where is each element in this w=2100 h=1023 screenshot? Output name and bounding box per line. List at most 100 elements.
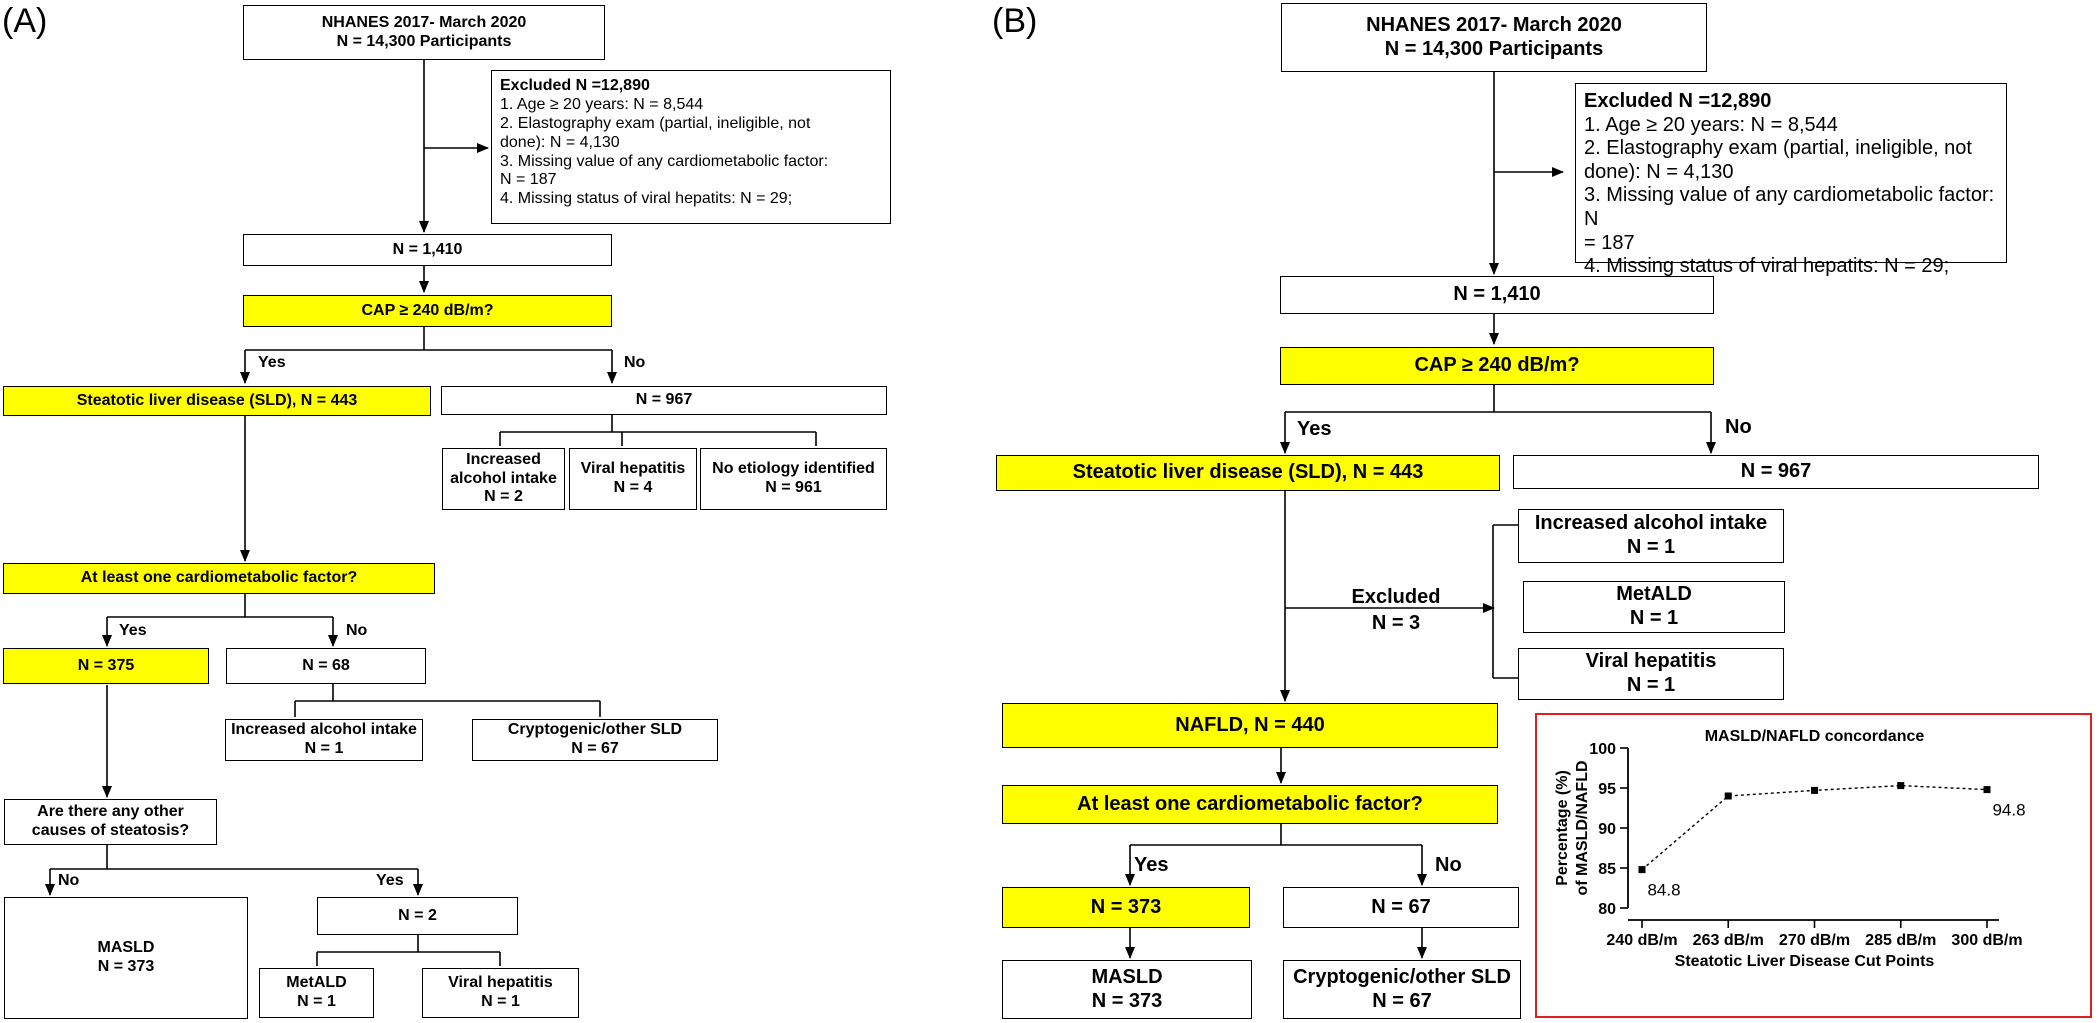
a-source-box: NHANES 2017- March 2020 N = 14,300 Parti… xyxy=(243,5,605,60)
a-crypto-line-1: Cryptogenic/other SLD xyxy=(507,721,683,739)
b-cardio-no-label: No xyxy=(1435,854,1462,876)
a-alcohol-line-1: Increased xyxy=(466,450,541,468)
a-excluded-title: Excluded N =12,890 xyxy=(500,77,650,94)
y-tick-label: 95 xyxy=(1598,781,1616,798)
a-excluded-line-2: 2. Elastography exam (partial, ineligibl… xyxy=(500,114,811,132)
a-cap-no-label: No xyxy=(624,354,646,371)
a-noetiology-line-2: N = 961 xyxy=(765,479,822,496)
data-label: 84.8 xyxy=(1647,881,1680,900)
a-cardio-no-label: No xyxy=(346,622,368,639)
chart-title: MASLD/NAFLD concordance xyxy=(1705,728,1925,745)
b-crypto-line-1: Cryptogenic/other SLD xyxy=(1293,965,1511,988)
a-cap-yes-label: Yes xyxy=(258,354,286,371)
x-tick-label: 285 dB/m xyxy=(1865,932,1936,949)
a-crypto-box: Cryptogenic/other SLD N = 67 xyxy=(472,719,718,761)
a-alc68-box: Increased alcohol intake N = 1 xyxy=(225,719,423,761)
a-noetiology-line-1: No etiology identified xyxy=(712,460,875,478)
a-excluded-box: Excluded N =12,890 1. Age ≥ 20 years: N … xyxy=(491,70,891,224)
y-axis-label: Percentage (%) xyxy=(1554,770,1571,886)
a-excluded-line-3: done): N = 4,130 xyxy=(500,133,620,151)
b-source-box: NHANES 2017- March 2020 N = 14,300 Parti… xyxy=(1281,3,1707,72)
a-masld-line-1: MASLD xyxy=(97,939,155,957)
b-alcohol-line-1: Increased alcohol intake xyxy=(1534,512,1768,535)
a-cardio-yes-label: Yes xyxy=(119,622,147,639)
a-viral2-box: Viral hepatitis N = 1 xyxy=(422,968,579,1018)
b-excluded-line-1: 1. Age ≥ 20 years: N = 8,544 xyxy=(1584,113,1838,136)
b-excluded-line-5: = 187 xyxy=(1584,231,1635,254)
y-axis-label: of MASLD/NAFLD xyxy=(1574,760,1591,895)
data-point xyxy=(1724,792,1732,800)
b-excluded3-line-2: N = 3 xyxy=(1371,612,1421,634)
b-cardio-yes-label: Yes xyxy=(1134,854,1169,876)
b-masld-line-2: N = 373 xyxy=(1091,989,1163,1012)
a-n68-box: N = 68 xyxy=(226,648,426,684)
b-excluded-line-6: 4. Missing status of viral hepatits: N =… xyxy=(1584,255,1950,278)
x-tick-label: 300 dB/m xyxy=(1951,932,2022,949)
a-viral-line-1: Viral hepatitis xyxy=(580,460,686,478)
a-sld-box: Steatotic liver disease (SLD), N = 443 xyxy=(3,386,431,416)
a-masld-box: MASLD N = 373 xyxy=(4,897,248,1019)
b-excluded3-line-1: Excluded xyxy=(1351,586,1441,608)
x-tick-label: 263 dB/m xyxy=(1693,932,1764,949)
a-alc68-line-1: Increased alcohol intake xyxy=(231,721,417,739)
a-metald-line-2: N = 1 xyxy=(297,993,336,1010)
data-point xyxy=(1897,782,1905,790)
b-cap-yes-label: Yes xyxy=(1297,418,1332,440)
y-tick-label: 100 xyxy=(1589,741,1616,758)
b-masld-box: MASLD N = 373 xyxy=(1002,960,1252,1019)
b-excluded-title: Excluded N =12,890 xyxy=(1584,90,1772,112)
a-viral-box: Viral hepatitis N = 4 xyxy=(569,448,697,510)
b-n1410-box: N = 1,410 xyxy=(1280,276,1714,314)
b-excluded-line-2: 2. Elastography exam (partial, ineligibl… xyxy=(1584,137,1972,160)
a-noetiology-box: No etiology identified N = 961 xyxy=(700,448,887,510)
b-nafld-box: NAFLD, N = 440 xyxy=(1002,703,1498,748)
a-source-line-2: N = 14,300 Participants xyxy=(336,32,512,50)
a-alcohol-box: Increased alcohol intake N = 2 xyxy=(442,448,565,510)
a-masld-line-2: N = 373 xyxy=(97,958,155,975)
b-crypto-box: Cryptogenic/other SLD N = 67 xyxy=(1283,960,1521,1019)
a-cap-box: CAP ≥ 240 dB/m? xyxy=(243,295,612,327)
x-tick-label: 240 dB/m xyxy=(1606,932,1677,949)
b-metald-line-2: N = 1 xyxy=(1629,607,1679,629)
a-metald-line-1: MetALD xyxy=(286,974,347,992)
y-tick-label: 85 xyxy=(1598,861,1616,878)
data-point xyxy=(1811,786,1818,794)
b-metald-line-1: MetALD xyxy=(1616,583,1692,606)
a-other-yes-label: Yes xyxy=(376,872,404,889)
b-crypto-line-2: N = 67 xyxy=(1372,989,1432,1012)
b-cap-box: CAP ≥ 240 dB/m? xyxy=(1280,347,1714,385)
b-source-line-1: NHANES 2017- March 2020 xyxy=(1366,13,1622,36)
b-alcohol-line-2: N = 1 xyxy=(1626,536,1676,558)
a-source-line-1: NHANES 2017- March 2020 xyxy=(321,13,527,31)
a-excluded-line-1: 1. Age ≥ 20 years: N = 8,544 xyxy=(500,95,704,113)
b-cap-no-label: No xyxy=(1725,416,1752,438)
a-n967-box: N = 967 xyxy=(441,386,887,415)
a-other-no-label: No xyxy=(58,872,80,889)
b-excluded-line-4: 3. Missing value of any cardiometabolic … xyxy=(1584,184,1995,230)
b-sld-box: Steatotic liver disease (SLD), N = 443 xyxy=(996,455,1500,491)
a-other-causes-box: Are there any other causes of steatosis? xyxy=(4,799,217,845)
series-line xyxy=(1641,784,1988,871)
a-cardio-box: At least one cardiometabolic factor? xyxy=(3,563,435,594)
b-n967-box: N = 967 xyxy=(1513,455,2039,489)
a-other-line-1: Are there any other xyxy=(37,803,184,821)
a-alc68-line-2: N = 1 xyxy=(304,740,344,757)
b-excluded-box: Excluded N =12,890 1. Age ≥ 20 years: N … xyxy=(1575,83,2007,277)
data-point xyxy=(1638,866,1646,874)
a-alcohol-line-2: alcohol intake xyxy=(450,469,557,487)
data-point xyxy=(1983,786,1991,794)
a-viral-line-2: N = 4 xyxy=(613,479,653,496)
b-excluded-line-3: done): N = 4,130 xyxy=(1584,160,1734,183)
x-tick-label: 270 dB/m xyxy=(1779,932,1850,949)
b-cardio-box: At least one cardiometabolic factor? xyxy=(1002,785,1498,824)
a-n2-box: N = 2 xyxy=(317,897,518,935)
b-source-line-2: N = 14,300 Participants xyxy=(1384,37,1604,60)
b-masld-line-1: MASLD xyxy=(1091,965,1163,988)
a-excluded-line-6: 4. Missing status of viral hepatits: N =… xyxy=(500,190,793,208)
b-metald-box: MetALD N = 1 xyxy=(1523,581,1785,633)
a-excluded-line-5: N = 187 xyxy=(500,171,557,189)
a-other-line-2: causes of steatosis? xyxy=(31,822,190,839)
b-n67-box: N = 67 xyxy=(1283,887,1519,928)
a-n1410-box: N = 1,410 xyxy=(243,234,612,266)
